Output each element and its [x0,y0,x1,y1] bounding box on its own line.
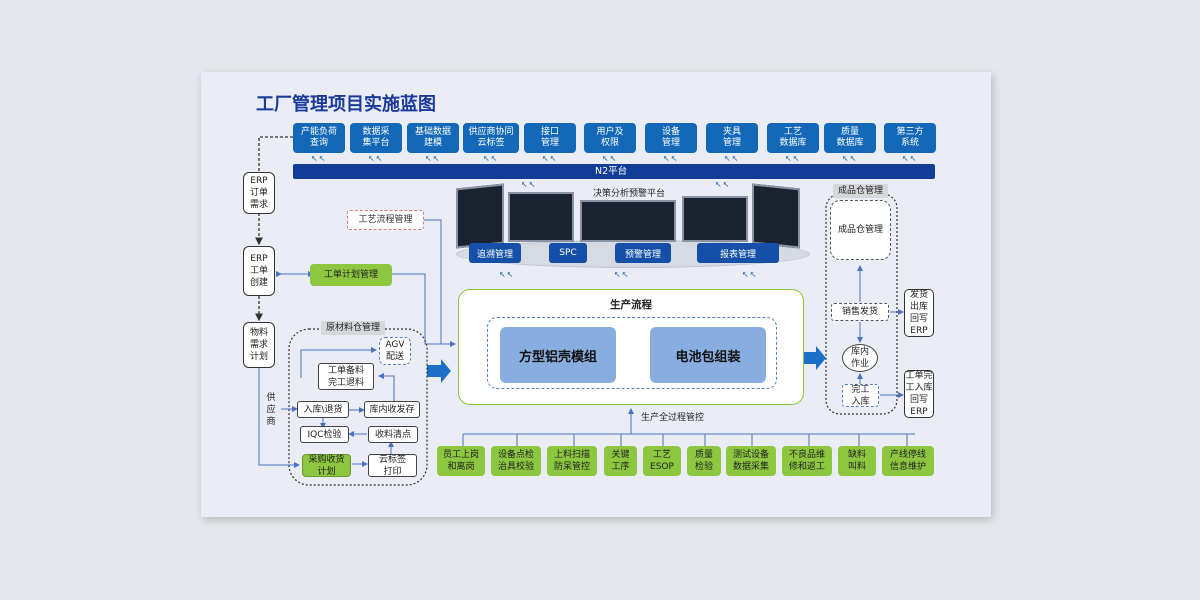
module-user-permissions[interactable]: 用户及权限 [584,123,636,153]
module-prismatic-aluminum[interactable]: 方型铝壳模组 [500,327,616,383]
inventory-storage[interactable]: 库内收发存 [364,401,420,418]
double-arrow-icon: ↖↖ [842,154,858,163]
double-arrow-icon: ↖↖ [715,180,731,189]
completion-inbound[interactable]: 完工入库 [842,384,879,407]
finished-warehouse-title: 成品仓管理 [833,184,889,198]
double-arrow-icon: ↖↖ [614,270,630,279]
process-flow-mgmt[interactable]: 工艺流程管理 [347,210,424,230]
decision-platform-illustration [448,182,818,272]
label-report-mgmt[interactable]: 报表管理 [697,243,779,263]
n2-platform-bar: N2平台 [293,164,935,179]
label-traceability[interactable]: 追溯管理 [469,243,521,263]
dashboard-screen [456,183,504,249]
decision-platform-title: 决策分析预警平台 [593,189,666,199]
dashboard-screen [508,192,574,242]
bottom-module-key-process[interactable]: 关键工序 [604,446,637,476]
double-arrow-icon: ↖↖ [425,154,441,163]
purchase-receiving-plan[interactable]: 采购收货计划 [302,454,351,477]
receiving-count[interactable]: 收料清点 [368,426,418,443]
bottom-module-equipment-check[interactable]: 设备点检治具校验 [491,446,541,476]
bottom-module-feeding-scan[interactable]: 上料扫描防呆管控 [547,446,597,476]
bottom-module-quality-inspection[interactable]: 质量检验 [687,446,721,476]
production-modules-group: 方型铝壳模组 电池包组装 [487,317,777,389]
blueprint-card: 工厂管理项目实施蓝图 产能负荷查询 数据采集平台 基础数据建模 供应商协同云标签… [201,72,991,517]
double-arrow-icon: ↖↖ [368,154,384,163]
bottom-module-line-stop[interactable]: 产线停线信息维护 [882,446,934,476]
page-title: 工厂管理项目实施蓝图 [256,94,436,115]
iqc-inspection[interactable]: IQC检验 [300,426,349,443]
production-flow-box: 生产流程 方型铝壳模组 电池包组装 [458,289,804,405]
bottom-module-defect-repair[interactable]: 不良品维修和返工 [782,446,832,476]
inbound-return[interactable]: 入库\退货 [297,401,349,418]
raw-warehouse-title: 原材料仓管理 [321,321,386,335]
internal-operation[interactable]: 库内作业 [842,344,878,372]
label-spc[interactable]: SPC [549,243,587,263]
cloud-label-print[interactable]: 云标签打印 [368,454,417,477]
module-quality-db[interactable]: 质量数据库 [824,123,876,153]
double-arrow-icon: ↖↖ [602,154,618,163]
double-arrow-icon: ↖↖ [724,154,740,163]
double-arrow-icon: ↖↖ [785,154,801,163]
finished-warehouse-mgmt[interactable]: 成品仓管理 [830,200,891,260]
module-base-data-modeling[interactable]: 基础数据建模 [407,123,459,153]
dashboard-screen [682,196,748,242]
work-order-plan-mgmt[interactable]: 工单计划管理 [310,264,392,286]
dashboard-screen [580,200,676,242]
work-order-material-prep[interactable]: 工单备料完工退料 [318,363,374,390]
module-interface-mgmt[interactable]: 接口管理 [524,123,576,153]
sales-shipment[interactable]: 销售发货 [831,303,889,321]
module-capacity-query[interactable]: 产能负荷查询 [293,123,345,153]
bottom-module-staff-shift[interactable]: 员工上岗和离岗 [437,446,485,476]
material-requirement-plan[interactable]: 物料需求计划 [243,322,275,368]
bottom-module-test-data[interactable]: 测试设备数据采集 [726,446,776,476]
module-fixture-mgmt[interactable]: 夹具管理 [706,123,758,153]
module-supplier-collab[interactable]: 供应商协同云标签 [463,123,519,153]
double-arrow-icon: ↖↖ [521,180,537,189]
dashboard-screen [752,183,800,249]
module-data-collection[interactable]: 数据采集平台 [350,123,402,153]
production-flow-title: 生产流程 [610,299,652,311]
production-control-label: 生产全过程管控 [641,413,705,423]
double-arrow-icon: ↖↖ [483,154,499,163]
bottom-module-material-call[interactable]: 缺料叫料 [838,446,876,476]
label-alert-mgmt[interactable]: 预警管理 [615,243,671,263]
double-arrow-icon: ↖↖ [499,270,515,279]
double-arrow-icon: ↖↖ [742,270,758,279]
supplier-label: 供应商 [266,393,276,427]
double-arrow-icon: ↖↖ [542,154,558,163]
double-arrow-icon: ↖↖ [311,154,327,163]
double-arrow-icon: ↖↖ [902,154,918,163]
double-arrow-icon: ↖↖ [663,154,679,163]
module-process-db[interactable]: 工艺数据库 [767,123,819,153]
module-third-party[interactable]: 第三方系统 [884,123,936,153]
module-battery-pack-assembly[interactable]: 电池包组装 [650,327,766,383]
module-equipment-mgmt[interactable]: 设备管理 [645,123,697,153]
